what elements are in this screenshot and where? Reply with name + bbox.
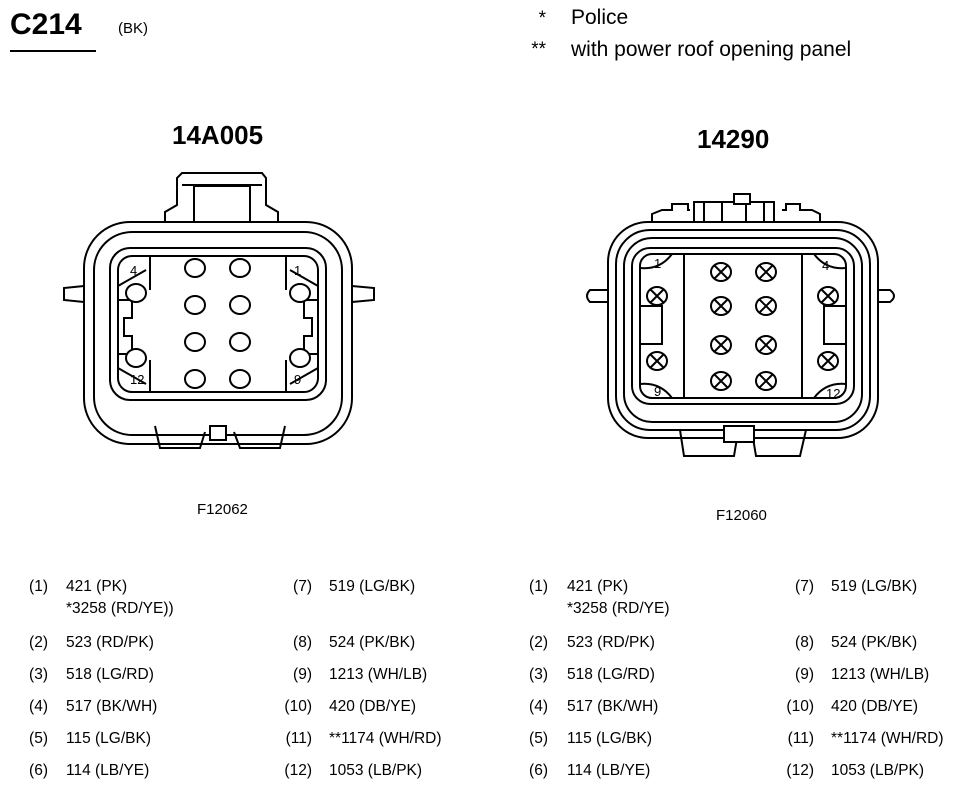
legend-symbol-police: * [538, 8, 546, 29]
pin-wire-circuit: 518 (LG/RD) [567, 666, 655, 683]
pin-wire-circuit: 1053 (LB/PK) [831, 762, 925, 779]
corner-label-left-bl: 12 [130, 372, 144, 387]
pin-number: (8) [795, 634, 814, 651]
connector-name-right: 14290 [697, 124, 770, 154]
corner-label-left-tr: 1 [294, 263, 301, 278]
pin-wire-circuit: 114 (LB/YE) [567, 762, 651, 779]
pin-number: (4) [29, 698, 48, 715]
pin-wire-circuit: *3258 (RD/YE)) [66, 600, 174, 617]
pin-wire-circuit: 523 (RD/PK) [567, 634, 655, 651]
pin-number: (2) [529, 634, 548, 651]
connector-14a005-face [63, 172, 375, 449]
legend-symbol-roof: ** [531, 39, 546, 60]
corner-label-left-br: 9 [294, 372, 301, 387]
pin-number: (9) [293, 666, 312, 683]
pin-wire-circuit: 519 (LG/BK) [831, 578, 918, 595]
pin-wire-circuit: 114 (LB/YE) [66, 762, 150, 779]
corner-label-right-br: 12 [826, 386, 840, 401]
pin-wire-circuit: 115 (LG/BK) [567, 730, 653, 747]
pin-wire-circuit: 420 (DB/YE) [831, 698, 919, 715]
connector-14290-face [586, 193, 895, 457]
pin-wire-circuit: 517 (BK/WH) [66, 698, 158, 715]
pin-wire-circuit: 517 (BK/WH) [567, 698, 659, 715]
title-underline [10, 50, 96, 52]
pin-number: (5) [29, 730, 48, 747]
pin-number: (10) [284, 698, 312, 715]
pin-wire-circuit: 420 (DB/YE) [329, 698, 417, 715]
pin-wire-circuit: 524 (PK/BK) [831, 634, 918, 651]
connector-diagrams: 4 1 12 9 [63, 172, 895, 457]
corner-label-right-bl: 9 [654, 384, 661, 399]
pin-wire-circuit: 1053 (LB/PK) [329, 762, 423, 779]
pin-wire-circuit: 518 (LG/RD) [66, 666, 154, 683]
pin-number: (10) [786, 698, 814, 715]
connector-name-left: 14A005 [172, 120, 264, 150]
pin-wire-circuit: 523 (RD/PK) [66, 634, 154, 651]
pin-wire-circuit: 421 (PK) [66, 578, 128, 595]
legend-text-police: Police [571, 6, 629, 29]
pin-wire-circuit: **1174 (WH/RD) [831, 730, 944, 747]
connector-14a005-cavities [125, 258, 311, 389]
pin-number: (6) [29, 762, 48, 779]
pin-wire-circuit: *3258 (RD/YE) [567, 600, 670, 617]
figure-id-right: F12060 [716, 507, 767, 524]
pin-wire-circuit: 421 (PK) [567, 578, 629, 595]
corner-label-right-tr: 4 [822, 258, 829, 273]
pin-number: (11) [285, 730, 312, 747]
corner-label-left-tl: 4 [130, 263, 137, 278]
pin-number: (7) [293, 578, 312, 595]
pin-number: (4) [529, 698, 548, 715]
pin-number: (2) [29, 634, 48, 651]
corner-label-right-tl: 1 [654, 256, 661, 271]
pin-wire-circuit: 1213 (WH/LB) [329, 666, 428, 683]
pin-number: (1) [529, 578, 548, 595]
pin-number: (6) [529, 762, 548, 779]
pin-number: (11) [787, 730, 814, 747]
connector-title: C214 [10, 8, 82, 41]
pin-number: (12) [284, 762, 312, 779]
pin-number: (12) [786, 762, 814, 779]
pin-number: (8) [293, 634, 312, 651]
pin-number: (1) [29, 578, 48, 595]
pin-number: (5) [529, 730, 548, 747]
pin-wire-circuit: 524 (PK/BK) [329, 634, 416, 651]
pin-wire-circuit: **1174 (WH/RD) [329, 730, 442, 747]
pin-wire-circuit: 1213 (WH/LB) [831, 666, 930, 683]
connector-14290-terminals [646, 262, 839, 391]
pin-number: (3) [529, 666, 548, 683]
pin-number: (3) [29, 666, 48, 683]
figure-id-left: F12062 [197, 501, 248, 518]
legend-text-roof: with power roof opening panel [571, 38, 852, 61]
pin-wire-circuit: 519 (LG/BK) [329, 578, 416, 595]
pin-number: (7) [795, 578, 814, 595]
pin-number: (9) [795, 666, 814, 683]
pin-wire-circuit: 115 (LG/BK) [66, 730, 152, 747]
connector-color-code: (BK) [118, 20, 148, 37]
